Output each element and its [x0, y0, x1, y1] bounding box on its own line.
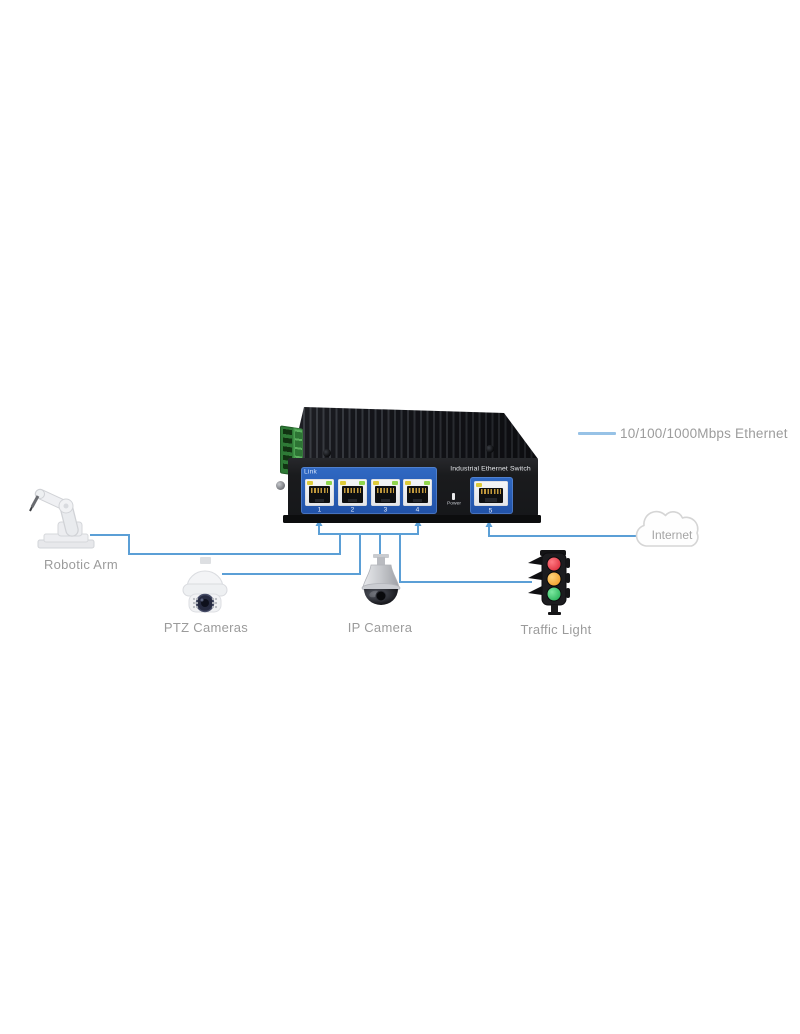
switch-title: Industrial Ethernet Switch [450, 465, 531, 473]
robotic-arm-line [90, 534, 341, 555]
power-label: Power [446, 500, 462, 506]
lan-bus-line [318, 525, 419, 535]
port-label-4: 4 [415, 506, 420, 514]
port-label-1: 1 [317, 506, 322, 514]
rj45-port-4 [403, 479, 432, 506]
link-led-green-icon [359, 481, 365, 485]
link-led-green-icon [424, 481, 430, 485]
ptz-cameras-label: PTZ Cameras [163, 620, 249, 635]
link-led-green-icon [326, 481, 332, 485]
traffic-light-illustration [528, 550, 570, 615]
link-led-yellow-icon [476, 483, 482, 487]
ip-camera-illustration [361, 554, 401, 605]
port5-arrow-icon [485, 520, 493, 527]
rj45-port-1 [305, 479, 334, 506]
port-label-2: 2 [350, 506, 355, 514]
switch-heatsink [292, 407, 538, 459]
rj45-jack-icon [375, 486, 396, 503]
port-label-3: 3 [383, 506, 388, 514]
ip-camera-label: IP Camera [347, 620, 413, 635]
robotic-arm-label: Robotic Arm [43, 557, 119, 572]
rj45-port-3 [371, 479, 400, 506]
link-led-yellow-icon [307, 481, 313, 485]
link-led-green-icon [392, 481, 398, 485]
legend-label: 10/100/1000Mbps Ethernet [620, 426, 788, 441]
legend-line [578, 432, 616, 435]
port-label-5: 5 [488, 507, 493, 515]
robotic-arm-illustration [29, 488, 95, 549]
rj45-port-2 [338, 479, 367, 506]
screw-icon [486, 445, 494, 453]
ptz-camera-line [222, 534, 361, 575]
switch-bottom-edge [283, 515, 541, 523]
power-led-icon [452, 493, 455, 500]
link-led-yellow-icon [405, 481, 411, 485]
rj45-port-5 [474, 481, 508, 506]
screw-icon [323, 449, 331, 457]
link-led-yellow-icon [373, 481, 379, 485]
link-label: Link [304, 468, 318, 476]
ground-screw-icon [276, 481, 285, 490]
rj45-jack-icon [407, 486, 428, 503]
internet-label: Internet [651, 528, 693, 542]
rj45-jack-icon [479, 487, 503, 503]
internet-cloud-icon [635, 510, 699, 547]
internet-line [488, 526, 648, 537]
rj45-jack-icon [342, 486, 363, 503]
ptz-camera-illustration [182, 557, 228, 613]
traffic-light-line [399, 534, 532, 583]
rj45-jack-icon [309, 486, 330, 503]
traffic-light-label: Traffic Light [520, 622, 592, 637]
link-led-yellow-icon [340, 481, 346, 485]
